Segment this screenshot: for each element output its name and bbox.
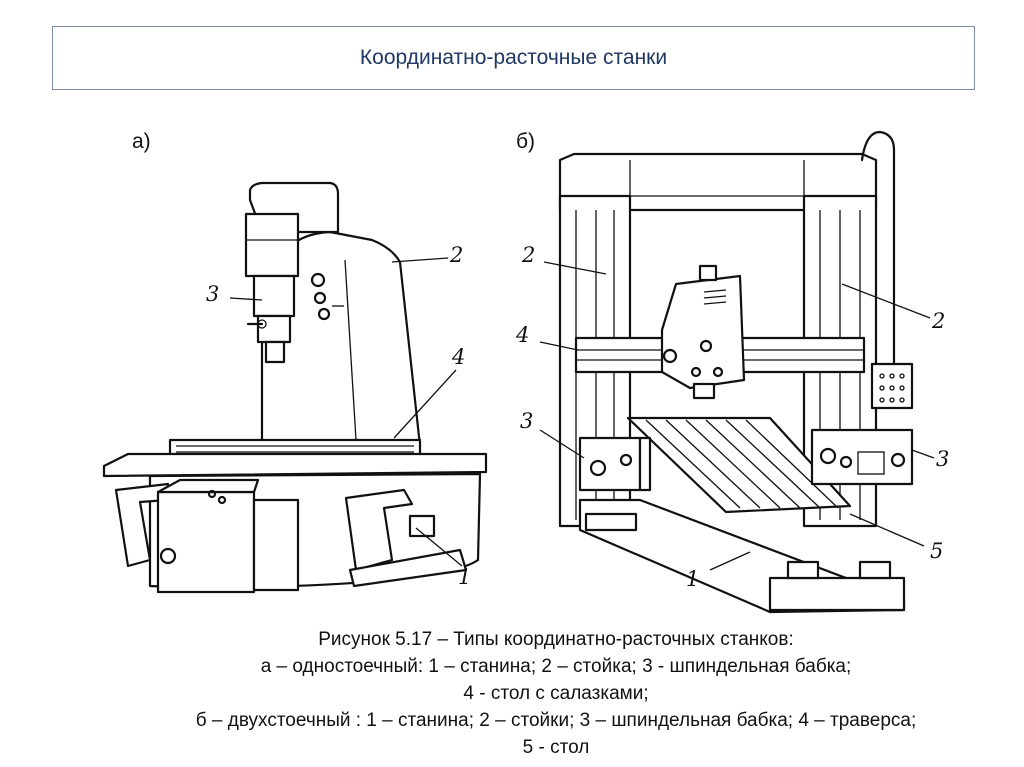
- callout-b-3-right: 3: [936, 447, 949, 471]
- figure-caption: Рисунок 5.17 – Типы координатно-расточны…: [96, 626, 1016, 761]
- callout-b-4: 4: [515, 323, 529, 347]
- callout-a-4: 4: [451, 345, 465, 369]
- callout-a-2: 2: [449, 243, 463, 267]
- callout-b-3-left: 3: [520, 409, 533, 433]
- caption-line-3: 4 - стол с салазками;: [463, 683, 649, 704]
- machine-drawings: 2 3 4 1: [102, 130, 949, 614]
- page-title: Координатно-расточные станки: [359, 46, 668, 69]
- panel-a-label: а): [132, 130, 151, 153]
- panel-b-label: б): [516, 130, 536, 153]
- caption-line-2: а – одностоечный: 1 – станина; 2 – стойк…: [260, 656, 852, 677]
- callout-b-1: 1: [686, 567, 699, 591]
- callout-b-2-right: 2: [931, 309, 945, 333]
- caption-line-5: 5 - стол: [522, 737, 590, 758]
- callout-a-1: 1: [458, 565, 471, 589]
- caption-line-4: б – двухстоечный : 1 – станина; 2 – стой…: [195, 710, 917, 731]
- title-box: Координатно-расточные станки: [52, 26, 975, 90]
- caption-line-1: Рисунок 5.17 – Типы координатно-расточны…: [318, 629, 794, 650]
- callout-a-3: 3: [206, 282, 219, 306]
- callout-b-2-left: 2: [521, 243, 535, 267]
- callout-b-5: 5: [930, 539, 943, 563]
- machine-a-illustration: [102, 181, 488, 594]
- machine-b-illustration: [558, 130, 914, 614]
